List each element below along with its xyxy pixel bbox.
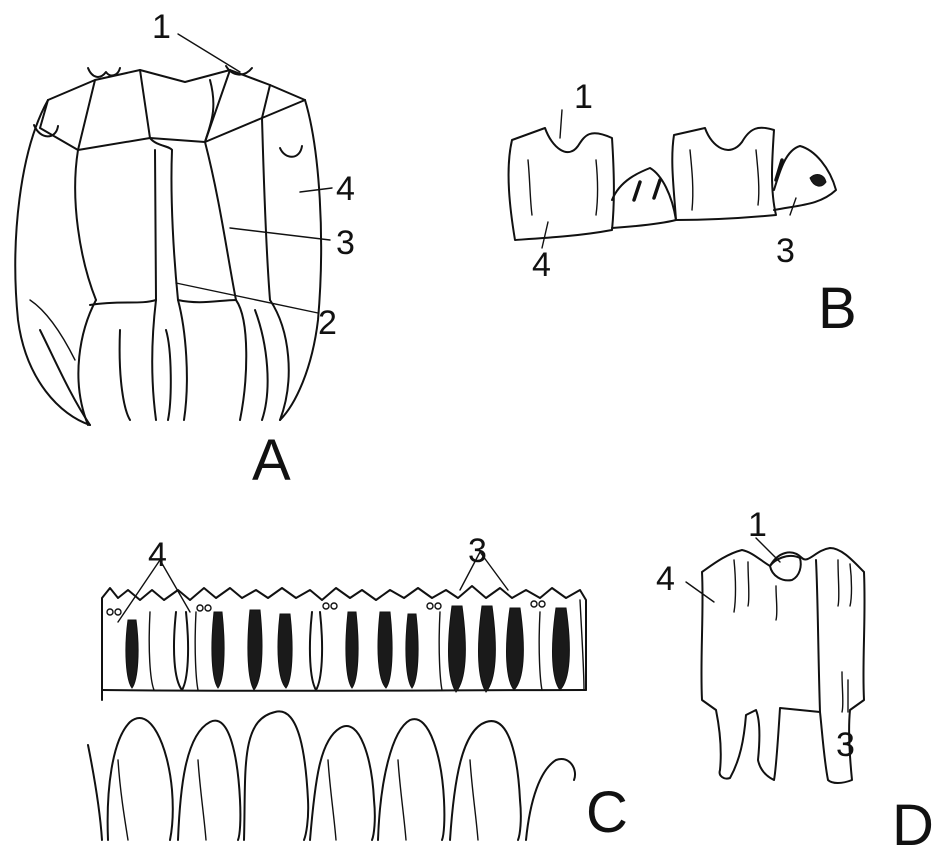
panel-d-label-1: 1 xyxy=(748,506,767,544)
panel-a-label-2: 2 xyxy=(318,304,337,342)
panel-b-label-4: 4 xyxy=(532,246,551,284)
panel-c-drawing xyxy=(88,552,586,840)
panel-b-letter: B xyxy=(818,276,857,341)
panel-b-label-1: 1 xyxy=(574,78,593,116)
panel-d-label-4: 4 xyxy=(656,560,675,598)
panel-a-label-4: 4 xyxy=(336,170,355,208)
panel-c-letter: C xyxy=(586,780,628,845)
panel-a-label-1: 1 xyxy=(152,8,171,46)
panel-d-letter: D xyxy=(892,793,934,847)
panel-a-drawing xyxy=(15,34,332,425)
panel-b-label-3: 3 xyxy=(776,232,795,270)
panel-c-label-4: 4 xyxy=(148,536,167,574)
panel-c-label-3: 3 xyxy=(468,532,487,570)
panel-a-label-3: 3 xyxy=(336,224,355,262)
panel-a-letter: A xyxy=(252,428,291,493)
panel-d-label-3: 3 xyxy=(836,726,855,764)
panel-b-drawing xyxy=(509,110,836,248)
